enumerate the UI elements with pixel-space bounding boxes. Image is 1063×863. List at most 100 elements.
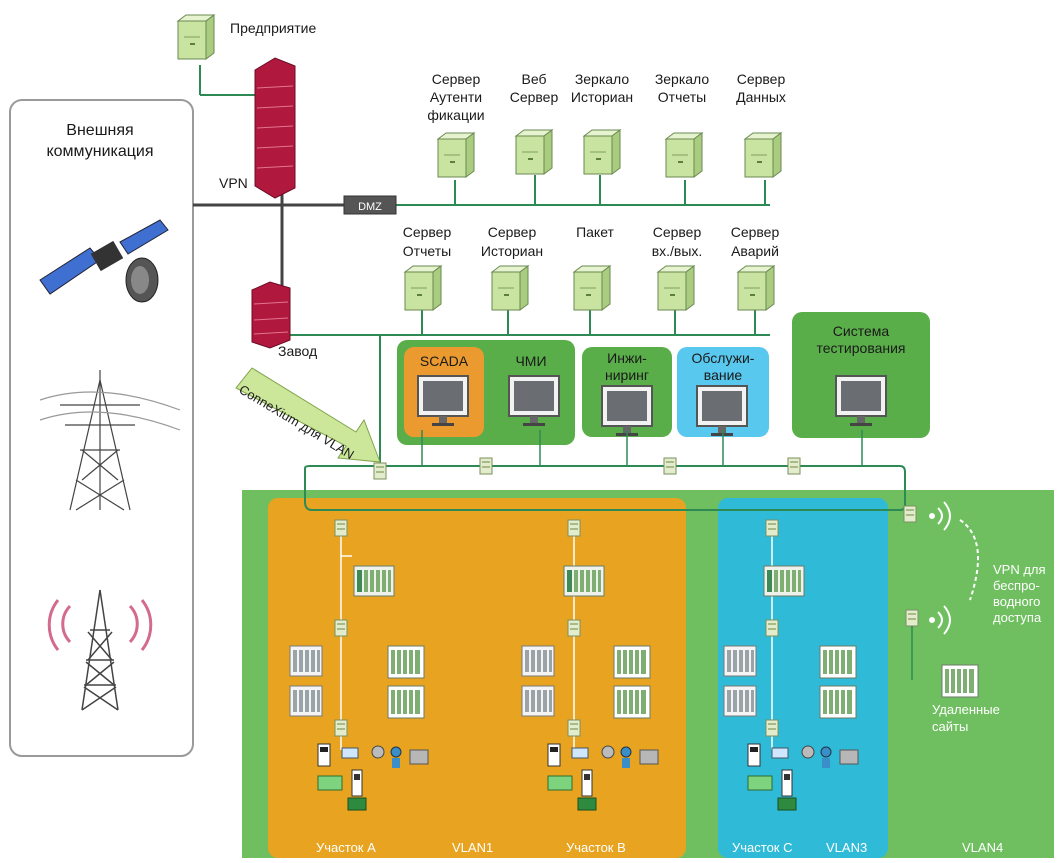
radio-tower-icon (47, 589, 153, 711)
plc-rack-icon (353, 565, 395, 597)
maintenance-l1: Обслужи- (692, 350, 755, 366)
plc-rack-icon (723, 645, 757, 677)
test-system-group: Система тестирования (792, 312, 930, 438)
auth-server-l1: Сервер (432, 71, 481, 87)
switch-icon (567, 719, 581, 737)
plc-rack-icon (521, 645, 555, 677)
zone-vlan1: VLAN1 (452, 840, 493, 855)
maintenance-l2: вание (704, 367, 743, 383)
external-comm-title-2: коммуникация (46, 143, 153, 160)
zone-area-b: Участок В (566, 840, 626, 855)
plant-floor: VPN для беспро- водного доступа Удаленны… (242, 430, 1054, 858)
mirror-historian-l1: Зеркало (575, 71, 630, 87)
hmi-label: ЧМИ (515, 353, 546, 369)
plant-label: Завод (278, 343, 317, 359)
firewall-bottom (251, 281, 291, 349)
zone-vlan4: VLAN4 (962, 840, 1003, 855)
server-icon (744, 132, 782, 178)
mirror-reports-l2: Отчеты (658, 89, 706, 105)
alarm-server-l2: Аварий (731, 243, 779, 259)
server-icon (437, 132, 475, 178)
switch-icon (787, 457, 801, 475)
server-icon (737, 265, 775, 311)
data-server-l1: Сервер (737, 71, 786, 87)
server-icon (573, 265, 611, 311)
switch-icon (334, 719, 348, 737)
test-system-l2: тестирования (816, 340, 905, 356)
switch-icon (373, 462, 387, 480)
vpn-wireless-l2: беспро- (993, 578, 1040, 593)
auth-server-l2: Аутенти (430, 89, 482, 105)
scada-label: SCADA (420, 353, 469, 369)
firewall-top (254, 57, 296, 199)
switch-icon (479, 457, 493, 475)
switch-icon (663, 457, 677, 475)
plc-rack-icon (763, 565, 805, 597)
zone-area-c: Участок С (732, 840, 793, 855)
enterprise-server: Предприятие (177, 14, 316, 60)
vpn-wireless-l3: водного (993, 594, 1040, 609)
power-tower-icon (39, 370, 181, 511)
vpn-wireless-l4: доступа (993, 610, 1042, 625)
batch-server: Пакет (573, 224, 615, 311)
mirror-reports-server: Зеркало Отчеты (655, 71, 710, 178)
historian-server-l1: Сервер (488, 224, 537, 240)
reports-server: Сервер Отчеты (403, 224, 452, 311)
plc-rack-icon (613, 685, 651, 719)
historian-server-l2: Историан (481, 243, 543, 259)
server-icon (177, 14, 215, 60)
switch-icon (334, 519, 348, 537)
io-server: Сервер вх./вых. (652, 224, 703, 311)
reports-server-l1: Сервер (403, 224, 452, 240)
alarm-server-l1: Сервер (731, 224, 780, 240)
web-server-l2: Сервер (510, 89, 559, 105)
remote-sites-l2: сайты (932, 719, 968, 734)
web-server: Веб Сервер (510, 71, 559, 175)
external-comm-title-1: Внешняя (66, 122, 133, 139)
mirror-historian-server: Зеркало Историан (571, 71, 633, 175)
plc-rack-icon (289, 685, 323, 717)
engineering-group: Инжи- ниринг (582, 347, 672, 437)
dmz-box: DMZ (343, 195, 397, 215)
switch-icon (765, 719, 779, 737)
vpn-label: VPN (219, 175, 248, 191)
plc-rack-icon (563, 565, 605, 597)
server-icon (665, 132, 703, 178)
reports-server-l2: Отчеты (403, 243, 451, 259)
plc-rack-icon (289, 645, 323, 677)
data-server-l2: Данных (736, 89, 786, 105)
zone-area-a: Участок А (316, 840, 376, 855)
auth-server: Сервер Аутенти фикации (427, 71, 485, 178)
engineering-l1: Инжи- (607, 350, 647, 366)
switch-icon (905, 609, 919, 627)
plc-rack-icon (521, 685, 555, 717)
io-server-l2: вх./вых. (652, 243, 703, 259)
network-lines (193, 65, 770, 465)
switch-icon (765, 519, 779, 537)
maintenance-group: Обслужи- вание (677, 347, 769, 437)
switch-icon (334, 619, 348, 637)
plc-rack-icon (819, 685, 857, 719)
plc-rack-icon (819, 645, 857, 679)
web-server-l1: Веб (522, 71, 547, 87)
server-icon (583, 129, 621, 175)
plc-rack-icon (941, 664, 979, 698)
plc-rack-icon (387, 645, 425, 679)
area-c-cell (723, 519, 859, 811)
server-icon (657, 265, 695, 311)
plc-rack-icon (387, 685, 425, 719)
mirror-reports-l1: Зеркало (655, 71, 710, 87)
server-icon (515, 129, 553, 175)
switch-icon (567, 519, 581, 537)
batch-server-l1: Пакет (576, 224, 614, 240)
mirror-historian-l2: Историан (571, 89, 633, 105)
engineering-l2: ниринг (605, 367, 649, 383)
area-b-cell (521, 519, 659, 811)
server-icon (404, 265, 442, 311)
switch-icon (765, 619, 779, 637)
historian-server: Сервер Историан (481, 224, 543, 311)
plc-rack-icon (723, 685, 757, 717)
plc-rack-icon (613, 645, 651, 679)
connexium-arrow: ConneXium для VLAN (235, 367, 381, 463)
